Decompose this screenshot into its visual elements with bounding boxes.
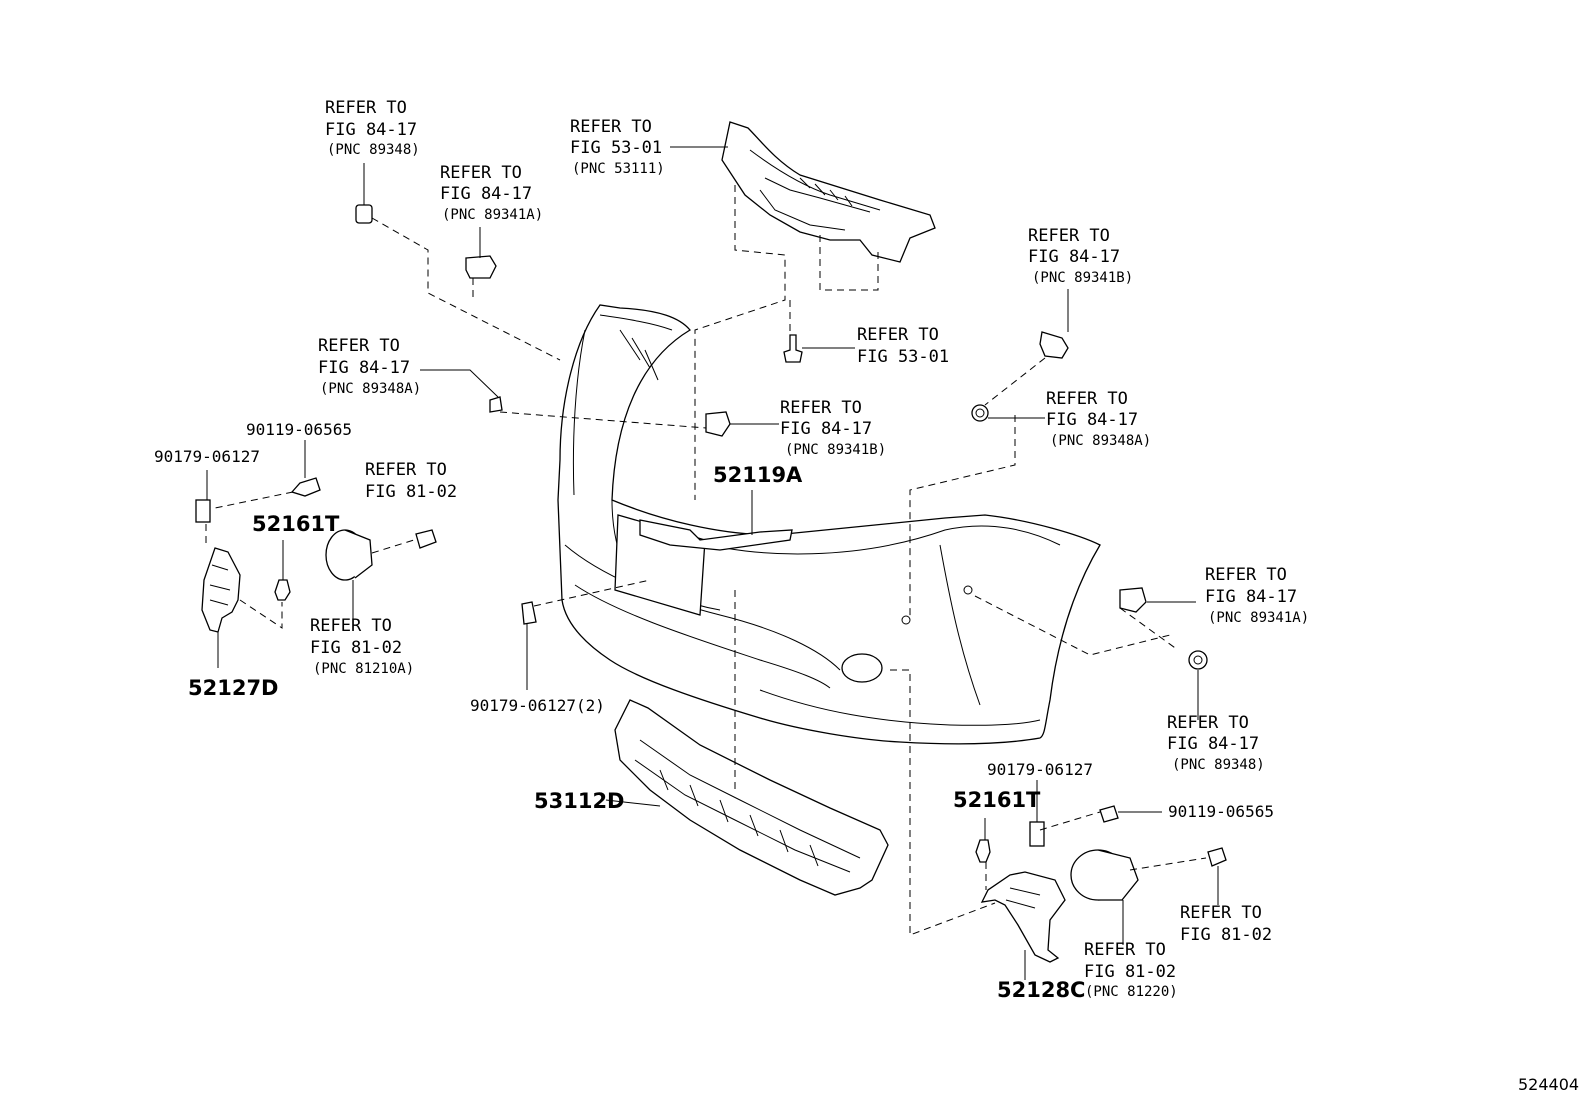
callout-grille-upper: REFER TO FIG 53-01 (PNC 53111) — [570, 117, 665, 177]
fog-bracket-left-52127D — [201, 547, 241, 633]
part-number-52127d: 52127D — [188, 676, 279, 700]
bolt-grille — [783, 334, 803, 363]
part-number-52161t-right: 52161T — [953, 788, 1041, 812]
fig-ref: FIG 81-02 — [365, 482, 457, 502]
sensor-89348-top — [355, 204, 373, 224]
sensor-89348a-right — [971, 404, 989, 422]
callout-bolt-8102-right: REFER TO FIG 81-02 — [1180, 903, 1272, 945]
callout-sensor-89348-top: REFER TO FIG 84-17 (PNC 89348) — [325, 98, 420, 158]
callout-fog-lamp-left: REFER TO FIG 81-02 (PNC 81210A) — [310, 616, 414, 677]
fig-ref: FIG 84-17 — [318, 358, 410, 378]
bolt-fog-right — [1207, 847, 1227, 867]
callout-sensor-89348a-left: REFER TO FIG 84-17 (PNC 89348A) — [318, 336, 421, 397]
fig-ref: FIG 84-17 — [325, 120, 417, 140]
refer-to-text: REFER TO — [780, 398, 862, 418]
fig-ref: FIG 53-01 — [570, 138, 662, 158]
fog-bracket-right-52128C — [980, 871, 1066, 963]
fig-ref: FIG 81-02 — [1180, 925, 1272, 945]
pnc-ref: (PNC 89341B) — [785, 442, 886, 458]
nut-90179-right — [1029, 821, 1045, 847]
sensor-89341b-center — [705, 411, 731, 437]
part-number-90179-right: 90179-06127 — [987, 760, 1093, 779]
fig-ref: FIG 84-17 — [1205, 587, 1297, 607]
bolt-90119-left — [290, 477, 321, 497]
fig-ref: FIG 81-02 — [310, 638, 402, 658]
sensor-89348-right — [1188, 650, 1208, 670]
pnc-ref: (PNC 81210A) — [313, 661, 414, 677]
nut-90179-center — [521, 601, 537, 625]
pnc-ref: (PNC 89348) — [327, 142, 420, 158]
part-number-90119-left: 90119-06565 — [246, 420, 352, 439]
refer-to-text: REFER TO — [857, 325, 939, 345]
part-number-90179-center: 90179-06127(2) — [470, 696, 605, 715]
refer-to-text: REFER TO — [325, 98, 407, 118]
figure-id: 524404 — [1518, 1075, 1579, 1094]
callout-bolt-5301: REFER TO FIG 53-01 — [857, 325, 949, 367]
part-number-90179-left: 90179-06127 — [154, 447, 260, 466]
part-number-52119a: 52119A — [713, 463, 803, 487]
nut-90179-left — [195, 499, 211, 523]
callout-bolt-8102-left: REFER TO FIG 81-02 — [365, 460, 457, 502]
sensor-89341b-right — [1039, 331, 1069, 359]
fog-lamp-left — [325, 529, 373, 581]
refer-to-text: REFER TO — [440, 163, 522, 183]
refer-to-text: REFER TO — [318, 336, 400, 356]
fig-ref: FIG 84-17 — [780, 419, 872, 439]
refer-to-text: REFER TO — [1046, 389, 1128, 409]
callout-sensor-89348a-right: REFER TO FIG 84-17 (PNC 89348A) — [1046, 389, 1151, 449]
bolt-fog-left — [415, 529, 437, 549]
clip-52161t-left — [274, 579, 291, 601]
callout-sensor-89341b-right: REFER TO FIG 84-17 (PNC 89341B) — [1028, 226, 1133, 286]
upper-grille — [721, 121, 936, 263]
fig-ref: FIG 84-17 — [1046, 410, 1138, 430]
refer-to-text: REFER TO — [1084, 940, 1166, 960]
refer-to-text: REFER TO — [1028, 226, 1110, 246]
bolt-90119-right — [1099, 805, 1119, 823]
refer-to-text: REFER TO — [1205, 565, 1287, 585]
fig-ref: FIG 84-17 — [1167, 734, 1259, 754]
pnc-ref: (PNC 89341A) — [442, 207, 543, 223]
retainer-52119A — [639, 519, 793, 551]
pnc-ref: (PNC 89348A) — [1050, 433, 1151, 449]
sensor-89341a-right — [1119, 587, 1147, 613]
refer-to-text: REFER TO — [310, 616, 392, 636]
pnc-ref: (PNC 53111) — [572, 161, 665, 177]
fig-ref: FIG 84-17 — [440, 184, 532, 204]
fig-ref: FIG 84-17 — [1028, 247, 1120, 267]
part-number-90119-right: 90119-06565 — [1168, 802, 1274, 821]
refer-to-text: REFER TO — [1167, 713, 1249, 733]
pnc-ref: (PNC 81220) — [1085, 984, 1178, 1000]
pnc-ref: (PNC 89341A) — [1208, 610, 1309, 626]
part-number-52161t-left: 52161T — [252, 512, 340, 536]
pnc-ref: (PNC 89341B) — [1032, 270, 1133, 286]
fog-lamp-right — [1070, 849, 1139, 901]
fig-ref: FIG 81-02 — [1084, 962, 1176, 982]
callout-sensor-89341a-top: REFER TO FIG 84-17 (PNC 89341A) — [440, 163, 543, 223]
callout-fog-lamp-right: REFER TO FIG 81-02 (PNC 81220) — [1084, 940, 1178, 1000]
refer-to-text: REFER TO — [570, 117, 652, 137]
front-bumper-cover — [557, 304, 1101, 745]
fig-ref: FIG 53-01 — [857, 347, 949, 367]
assembly-lines — [205, 185, 1207, 936]
clip-52161t-right — [975, 839, 991, 863]
callout-sensor-89348-right: REFER TO FIG 84-17 (PNC 89348) — [1167, 713, 1265, 773]
pnc-ref: (PNC 89348) — [1172, 757, 1265, 773]
sensor-89341a-top — [465, 255, 497, 279]
refer-to-text: REFER TO — [365, 460, 447, 480]
leader-lines — [206, 146, 1219, 980]
callout-sensor-89341a-right: REFER TO FIG 84-17 (PNC 89341A) — [1205, 565, 1309, 626]
lower-grille-53112D — [614, 699, 889, 896]
refer-to-text: REFER TO — [1180, 903, 1262, 923]
part-number-53112d: 53112D — [534, 789, 625, 813]
callout-sensor-89341b-center: REFER TO FIG 84-17 (PNC 89341B) — [780, 398, 886, 458]
sensor-89348a-left — [489, 396, 503, 413]
pnc-ref: (PNC 89348A) — [320, 381, 421, 397]
part-number-52128c: 52128C — [997, 978, 1085, 1002]
